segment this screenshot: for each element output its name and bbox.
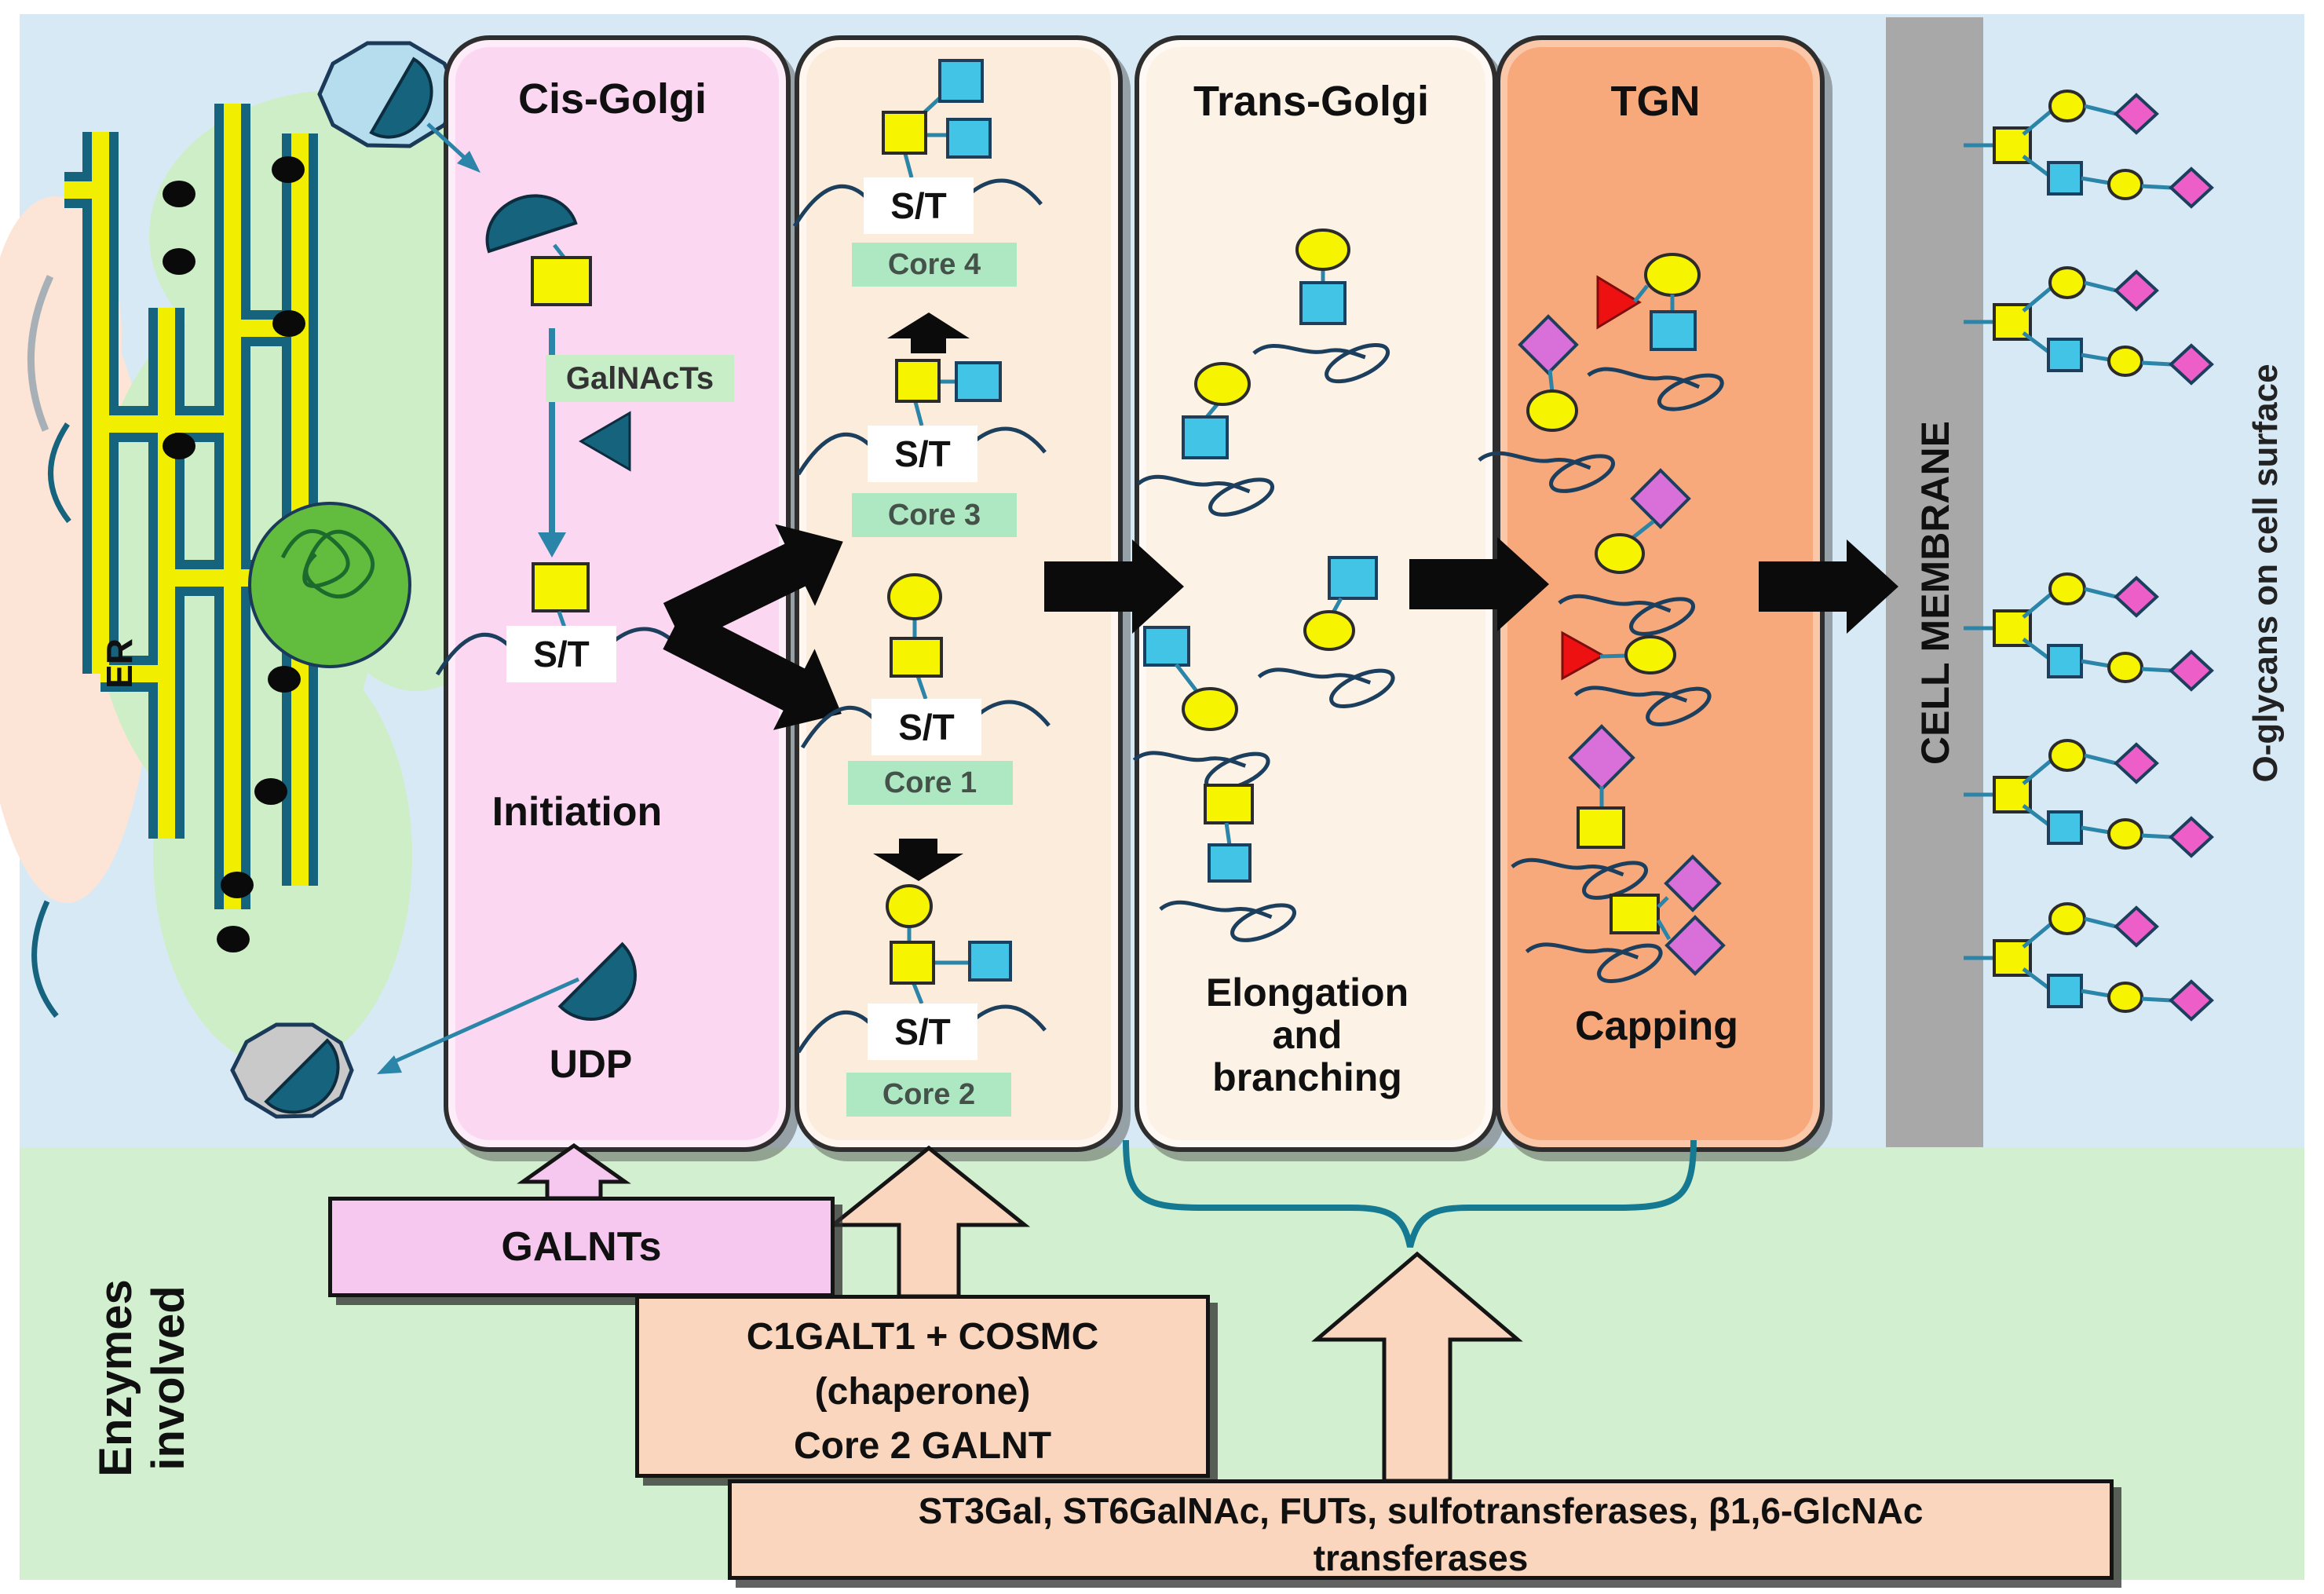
cell-membrane-label: CELL MEMBRANE: [1913, 421, 1957, 765]
core2-label: Core 2: [846, 1073, 1011, 1117]
folding-protein-vesicle: [248, 502, 411, 668]
tgn-glycans: [1477, 253, 1729, 992]
core4-label: Core 4: [852, 243, 1017, 287]
sialic-diamond: [1568, 724, 1635, 792]
flow-arrow: [1409, 537, 1549, 631]
cell-surface-glycans-label: O-glycans on cell surface: [2246, 364, 2285, 783]
enzymes-involved-heading: Enzymes involved: [90, 1279, 194, 1477]
udp-release-disc: [557, 941, 637, 1021]
trans-tgn-brace: [1123, 1139, 1697, 1248]
core1-label: Core 1: [848, 761, 1013, 805]
er-membrane-structure: [64, 104, 318, 909]
fucose-triangle: [1596, 275, 1642, 330]
recycling-vesicle-bottom: [230, 1022, 354, 1119]
core-enzymes-up-arrow: [827, 1145, 1031, 1299]
elongation-stage-label: Elongation and branching: [1205, 971, 1409, 1099]
galnac-square: [531, 256, 592, 306]
cis-golgi-title: Cis-Golgi: [518, 75, 707, 122]
galnac-square: [532, 562, 590, 612]
tgn-title: TGN: [1610, 78, 1701, 125]
st-site-label: S/T: [506, 626, 616, 682]
flow-arrow: [1044, 539, 1184, 634]
core3-label: Core 3: [852, 493, 1017, 537]
galnts-up-arrow: [517, 1142, 631, 1201]
sialic-diamond: [1630, 468, 1691, 529]
flow-arrow: [652, 587, 863, 755]
capping-enzymes-box: ST3Gal, ST6GalNAc, FUTs, sulfotransferas…: [728, 1479, 2114, 1580]
vesicle-to-cis-arrow: [426, 122, 481, 173]
core1-to-core2-arrow: [873, 839, 963, 881]
core3-to-core4-arrow: [887, 313, 970, 353]
transport-vesicle-top: [317, 41, 460, 148]
galnact-enzyme-disc: [485, 194, 578, 254]
galnacts-tag: GalNAcTs: [546, 355, 734, 402]
initiation-stage-label: Initiation: [491, 789, 663, 835]
st-site-label: S/T: [872, 699, 981, 755]
core4-glycan: [795, 59, 1041, 226]
core2-glycan: [798, 884, 1045, 1052]
st-site-label: S/T: [864, 177, 974, 234]
sialic-diamond: [1664, 854, 1722, 912]
st-site-label: S/T: [868, 426, 977, 482]
ribosome-dots: [163, 156, 305, 952]
er-edge-curve: [27, 275, 54, 432]
sialic-diamond: [1518, 314, 1579, 375]
capping-stage-label: Capping: [1575, 1004, 1738, 1049]
fucose-triangle: [1561, 631, 1606, 681]
sialic-diamond: [1664, 915, 1726, 976]
capping-enzymes-up-arrow: [1311, 1251, 1523, 1483]
cis-golgi-glycans: [437, 194, 684, 1021]
core-enzymes-box: C1GALT1 + COSMC (chaperone) Core 2 GALNT: [635, 1295, 1210, 1478]
core3-glycan: [798, 359, 1045, 474]
flow-arrow: [1759, 539, 1898, 634]
trans-golgi-title: Trans-Golgi: [1193, 78, 1430, 125]
udp-label: UDP: [549, 1042, 633, 1086]
udp-galnac-triangle: [579, 411, 631, 472]
galnts-enzyme-box: GALNTs: [328, 1197, 835, 1297]
st-site-label: S/T: [868, 1004, 977, 1060]
udp-to-vesicle-arrow: [377, 977, 580, 1074]
core1-glycan: [802, 573, 1049, 748]
trans-golgi-glycans: [1132, 228, 1398, 952]
er-label: ER: [99, 638, 140, 689]
down-arrowhead: [538, 532, 566, 558]
